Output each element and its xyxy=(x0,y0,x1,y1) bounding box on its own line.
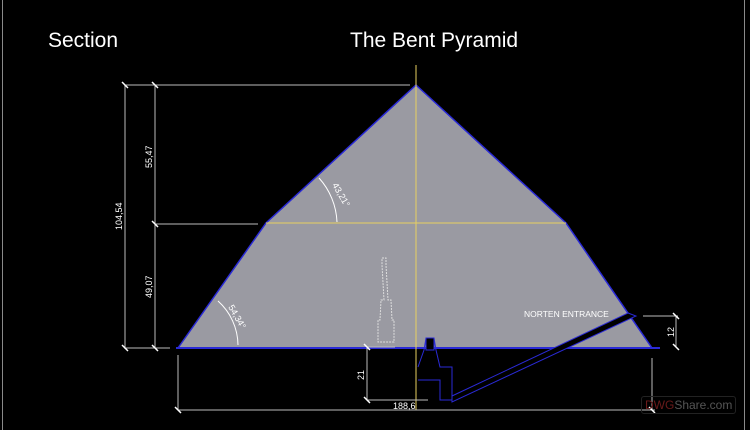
chamber-depth-label: 21 xyxy=(356,370,366,380)
angle-arcs xyxy=(217,177,338,346)
section-title: Section xyxy=(48,29,119,52)
total-height-label: 104,54 xyxy=(114,202,124,230)
watermark: DWGShare.com xyxy=(641,396,737,414)
frame-border-left xyxy=(2,0,3,430)
drawing-title: The Bent Pyramid xyxy=(350,29,519,52)
chamber-structure xyxy=(417,337,453,401)
entrance-label: NORTEN ENTRANCE xyxy=(524,309,609,319)
entrance-height-label: 12 xyxy=(666,327,676,337)
lower-height-label: 49,07 xyxy=(144,275,154,298)
frame-border-right xyxy=(744,0,745,430)
watermark-part1: DWG xyxy=(645,398,675,412)
inner-tower-outline xyxy=(377,257,395,343)
base-width-label: 188,6 xyxy=(393,401,416,411)
entrance-passage xyxy=(451,312,638,403)
upper-height-label: 55,47 xyxy=(144,145,154,168)
dimension-lines xyxy=(124,84,678,411)
dimension-ticks xyxy=(121,81,680,414)
watermark-part2: Share.com xyxy=(674,398,733,412)
